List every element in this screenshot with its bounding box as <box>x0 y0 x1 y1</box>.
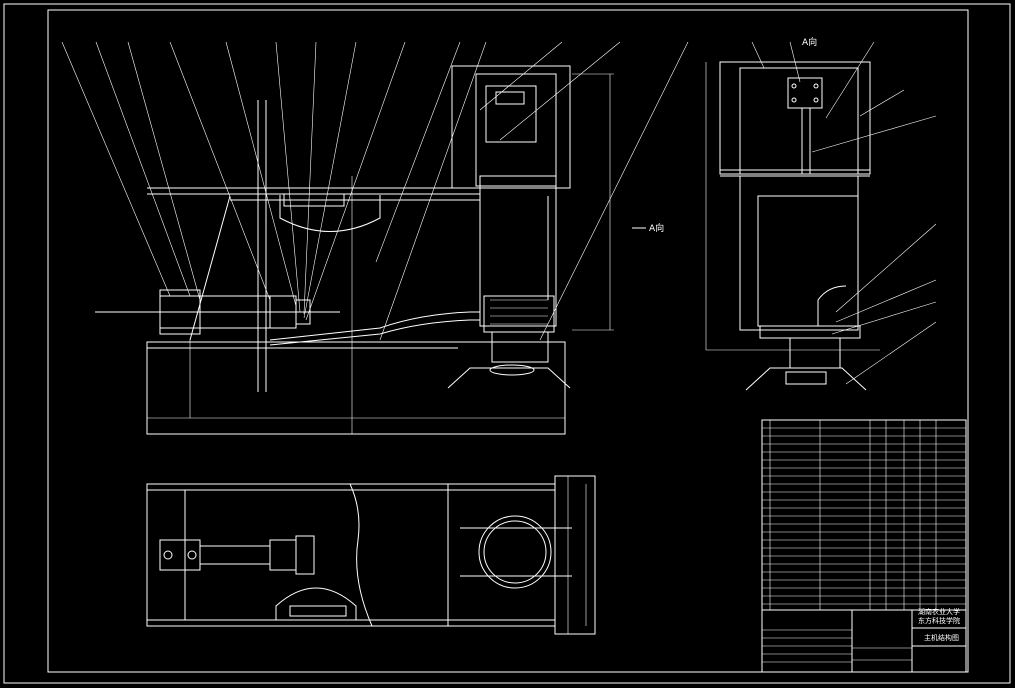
side-view-title: A向 <box>802 36 817 48</box>
side-view: A向 <box>705 36 937 391</box>
direction-label-a: A向 <box>649 222 664 234</box>
school-name-line1: 湖南农业大学 <box>918 607 960 616</box>
leader-lines <box>61 41 689 341</box>
inner-border <box>47 9 969 673</box>
parts-list-table: 湖南农业大学 东方科技学院 主机结构图 <box>761 419 967 673</box>
school-name-line2: 东方科技学院 <box>918 616 960 625</box>
front-view: A向 <box>95 65 664 435</box>
outer-border <box>3 3 1011 684</box>
plan-view <box>146 475 596 635</box>
drawing-name: 主机结构图 <box>924 633 959 642</box>
